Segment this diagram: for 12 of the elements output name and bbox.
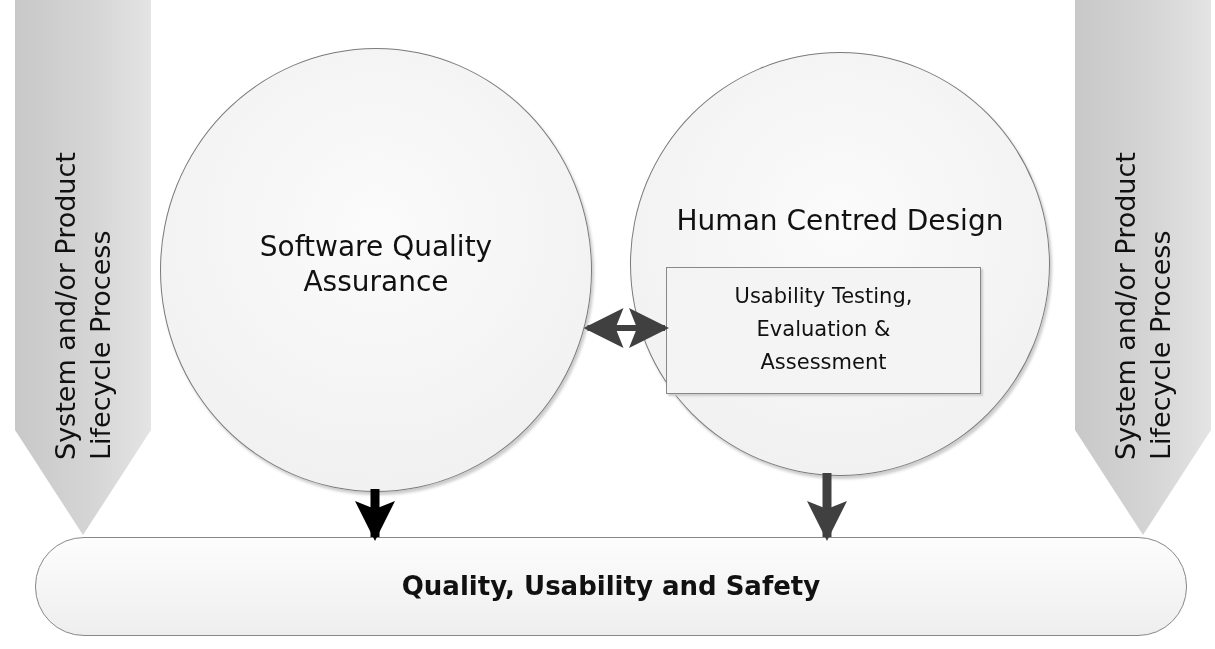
circle-label: Human Centred Design (675, 203, 1005, 238)
bar-label: Quality, Usability and Safety (401, 570, 821, 603)
arrow (355, 489, 395, 541)
box-label: Usability Testing, Evaluation & Assessment (733, 283, 914, 376)
vertical-label: System and/or Product Lifecycle Process (48, 151, 117, 460)
arrow (807, 473, 847, 541)
arrow (583, 308, 669, 348)
vertical-label: System and/or Product Lifecycle Process (1108, 151, 1177, 460)
circle-label: Software Quality Assurance (258, 229, 494, 299)
down-arrow-banner (1075, 0, 1211, 535)
down-arrow-banner (15, 0, 151, 535)
process-box (666, 267, 981, 394)
